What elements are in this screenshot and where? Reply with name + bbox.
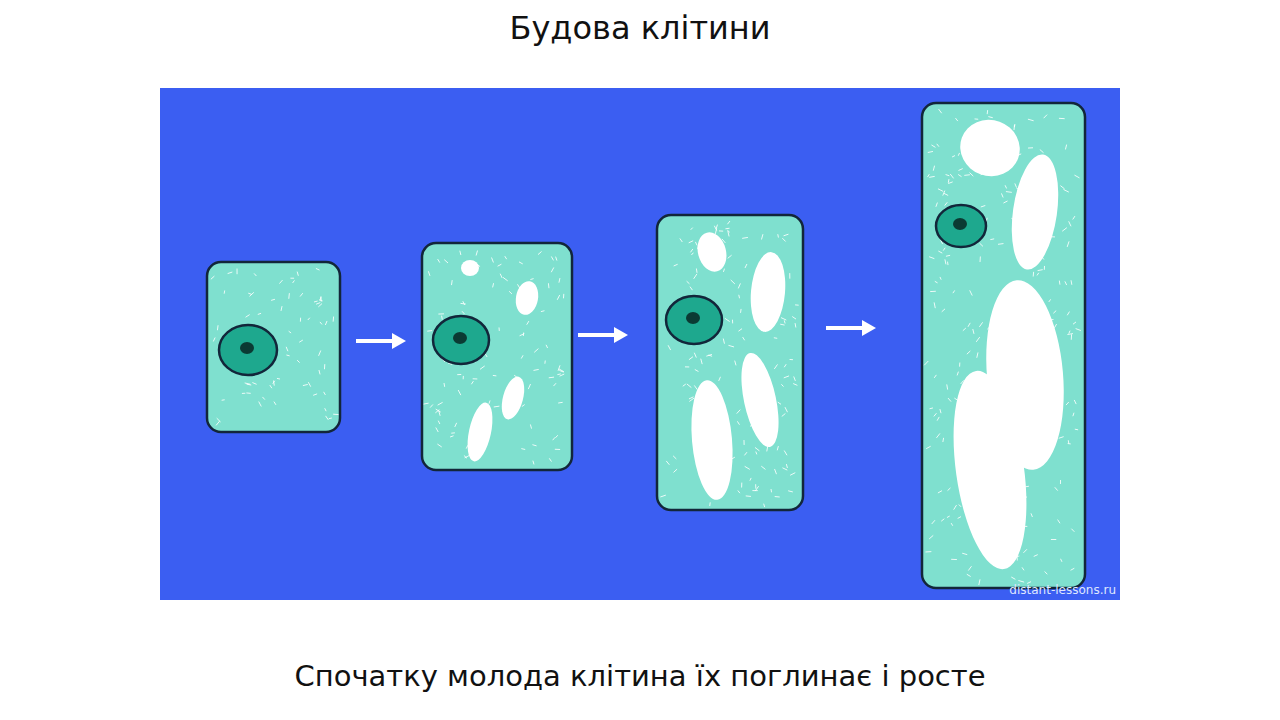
plant-cell (422, 243, 572, 470)
vacuole (498, 374, 529, 422)
vacuole (461, 260, 479, 276)
nucleolus (953, 218, 967, 230)
vacuole (463, 400, 497, 463)
nucleolus (453, 332, 467, 344)
nucleus (936, 205, 986, 247)
nucleus (666, 296, 722, 344)
vacuole (952, 111, 1028, 184)
growth-arrow (578, 327, 628, 343)
vacuole (748, 251, 789, 334)
nucleus (219, 325, 277, 375)
vacuole (513, 279, 541, 316)
watermark: distant-lessons.ru (1009, 583, 1116, 597)
vacuole (1005, 152, 1065, 273)
background-panel (160, 88, 1120, 600)
nucleolus (686, 312, 700, 324)
nucleus (433, 316, 489, 364)
slide-title: Будова клітини (509, 9, 770, 47)
plant-cell (922, 103, 1085, 588)
growth-arrow (826, 320, 876, 336)
vacuole (693, 229, 730, 275)
vacuole (687, 378, 737, 501)
nucleolus (240, 342, 254, 354)
vacuole (942, 366, 1037, 574)
plant-cell (657, 215, 803, 510)
slide-caption: Спочатку молода клітина їх поглинає і ро… (294, 659, 985, 693)
growth-arrow (356, 333, 406, 349)
vacuole (734, 350, 785, 451)
plant-cell (207, 262, 340, 432)
